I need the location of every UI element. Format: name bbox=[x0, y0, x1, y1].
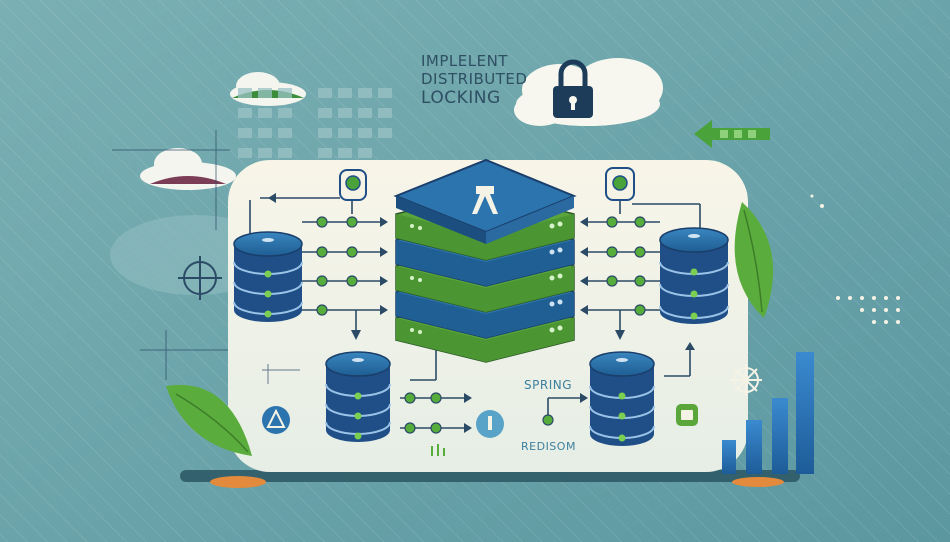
dot-grid bbox=[810, 194, 900, 324]
decor-lines bbox=[112, 130, 700, 384]
database-icon-bottom-right bbox=[589, 351, 655, 446]
warning-badge-icon bbox=[262, 406, 290, 434]
bar-chart-icon bbox=[722, 352, 814, 474]
ship-wheel-icon bbox=[730, 364, 762, 396]
crosshair-icon bbox=[178, 256, 222, 300]
database-icon-bottom-left bbox=[325, 351, 391, 442]
sprout-icon bbox=[431, 444, 445, 456]
cloud-icon-left bbox=[140, 148, 236, 190]
ground-strip bbox=[180, 470, 800, 482]
indicator-icon-left bbox=[339, 169, 367, 201]
info-badge-icon bbox=[476, 410, 504, 438]
ground-accent-right bbox=[732, 477, 784, 487]
title-line-2: DISTRIBUTED bbox=[421, 70, 528, 88]
leaf-icon-left bbox=[166, 384, 252, 456]
server-stack-icon bbox=[393, 158, 577, 363]
redisson-label: REDISOM bbox=[521, 440, 576, 453]
arrow-heads bbox=[268, 193, 695, 433]
padlock-icon bbox=[553, 59, 593, 118]
grid-decoration bbox=[238, 88, 392, 158]
connector-nodes bbox=[316, 216, 646, 434]
indicator-icon-right bbox=[605, 167, 635, 201]
leaf-icon bbox=[734, 202, 774, 318]
title-line-1: IMPLELENT bbox=[421, 52, 508, 70]
database-icon-right bbox=[659, 227, 729, 324]
title-line-3: LOCKING bbox=[421, 88, 501, 108]
ground-accent bbox=[210, 476, 266, 488]
database-icon-left bbox=[233, 231, 303, 322]
spring-label: SPRING bbox=[524, 378, 573, 392]
green-badge-icon bbox=[676, 404, 698, 426]
arrow-left-icon bbox=[694, 120, 770, 148]
